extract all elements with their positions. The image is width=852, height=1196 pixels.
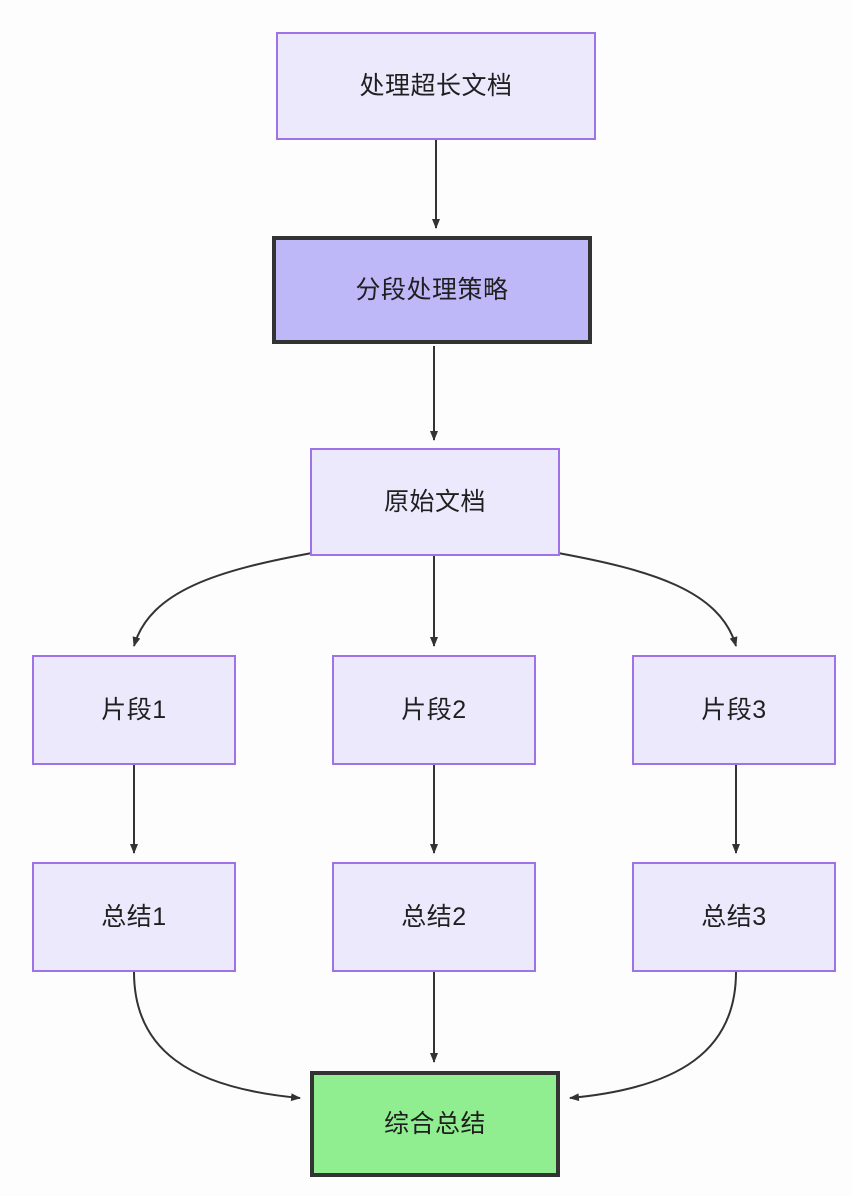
edge-summary-1-to-final-summary bbox=[133, 971, 301, 1102]
node-final-summary[interactable]: 综合总结 bbox=[310, 1071, 560, 1177]
node-fragment-1-label: 片段1 bbox=[101, 696, 167, 724]
node-summary-3-label: 总结3 bbox=[701, 903, 767, 931]
edge-summary-3-to-final-summary bbox=[569, 971, 737, 1102]
node-fragment-1[interactable]: 片段1 bbox=[32, 655, 236, 765]
node-fragment-3[interactable]: 片段3 bbox=[632, 655, 836, 765]
edge-source-doc-to-fragment-3 bbox=[557, 552, 738, 647]
node-source-doc-label: 原始文档 bbox=[383, 488, 486, 516]
node-source-doc[interactable]: 原始文档 bbox=[310, 448, 560, 556]
edge-source-doc-to-fragment-1 bbox=[132, 552, 313, 647]
node-summary-1-label: 总结1 bbox=[101, 903, 167, 931]
node-final-summary-label: 综合总结 bbox=[383, 1110, 486, 1138]
node-fragment-3-label: 片段3 bbox=[701, 696, 767, 724]
node-long-doc[interactable]: 处理超长文档 bbox=[276, 32, 596, 140]
node-chunk-strategy-label: 分段处理策略 bbox=[355, 276, 509, 304]
node-summary-2-label: 总结2 bbox=[401, 903, 467, 931]
node-summary-1[interactable]: 总结1 bbox=[32, 862, 236, 972]
node-fragment-2-label: 片段2 bbox=[401, 696, 467, 724]
node-summary-3[interactable]: 总结3 bbox=[632, 862, 836, 972]
node-fragment-2[interactable]: 片段2 bbox=[332, 655, 536, 765]
node-long-doc-label: 处理超长文档 bbox=[359, 72, 513, 100]
node-chunk-strategy[interactable]: 分段处理策略 bbox=[272, 236, 592, 344]
node-summary-2[interactable]: 总结2 bbox=[332, 862, 536, 972]
